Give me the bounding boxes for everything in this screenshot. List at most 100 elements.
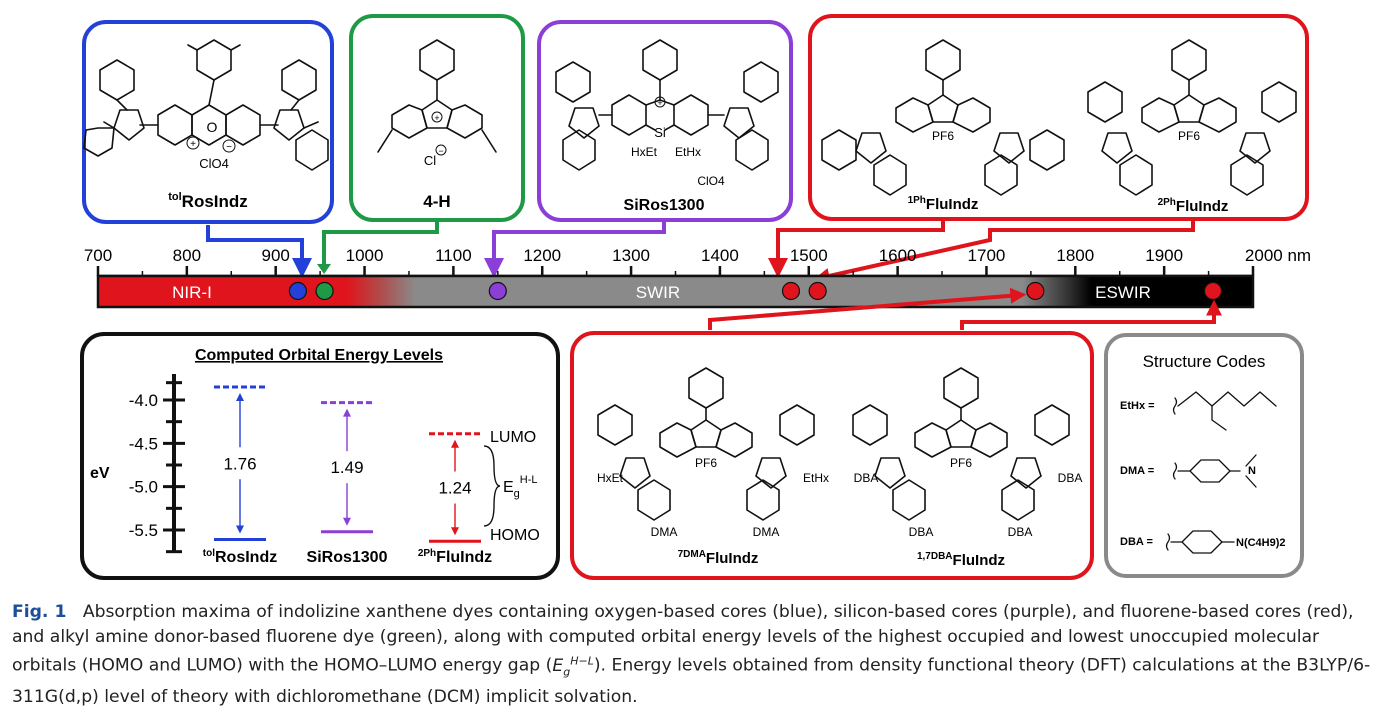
charge-minus-icon <box>222 139 236 153</box>
absorption-marker <box>288 281 308 301</box>
region-swir: SWIR <box>636 283 680 302</box>
caption-text-b: ). Energy levels obtained from density f… <box>12 655 1371 707</box>
figure-caption: Fig. 1 Absorption maxima of indolizine x… <box>12 600 1372 709</box>
arrow-17dba <box>960 299 1222 330</box>
molecule-tolrosindz <box>83 39 329 171</box>
energy-ylabel: eV <box>90 465 110 482</box>
molecule-17dba-fluindz <box>852 367 1070 521</box>
substituent-dba: DBA <box>1058 471 1083 485</box>
name-7dma-fluindz: 7DMAFluIndz <box>678 549 759 567</box>
charge-plus: + <box>434 113 439 123</box>
dye-name: 2PhFluIndz <box>418 548 492 566</box>
substituent-ethx: EtHx <box>803 471 829 485</box>
absorption-marker <box>1203 281 1223 301</box>
counterion: PF6 <box>932 129 954 143</box>
region-nir-i: NIR-I <box>172 283 212 302</box>
code-dba: DBA = <box>1120 536 1153 548</box>
substituent-dma: DMA <box>753 525 780 539</box>
axis-tick-label: 900 <box>262 246 290 265</box>
dba-group: N(C4H9)2 <box>1236 537 1286 549</box>
counterion: PF6 <box>1178 129 1200 143</box>
oxygen-atom: O <box>207 119 218 135</box>
molecule-1ph-fluindz <box>821 39 1065 196</box>
label-homo: HOMO <box>490 527 540 544</box>
arrow-1ph <box>768 220 945 278</box>
structure-codes-box <box>1104 333 1304 578</box>
box-siros1300 <box>537 20 793 222</box>
gap-value: 1.76 <box>223 454 256 473</box>
substituent-dma: DMA <box>651 525 678 539</box>
energy-tick-label: -5.5 <box>129 521 158 540</box>
absorption-marker <box>781 281 801 301</box>
structure-codes-title: Structure Codes <box>1143 352 1266 371</box>
axis-tick-label: 1200 <box>523 246 561 265</box>
absorption-marker <box>1026 281 1045 301</box>
code-ethx: EtHx = <box>1120 400 1155 412</box>
counterion: PF6 <box>695 456 717 470</box>
arrow-tolrosindz <box>206 225 312 278</box>
energy-level-box <box>80 332 560 580</box>
dye-name: SiRos1300 <box>307 549 388 566</box>
counterion: PF6 <box>950 456 972 470</box>
substituent-right: EtHx <box>675 145 701 159</box>
counterion: Cl <box>424 153 436 168</box>
absorption-marker <box>488 281 507 301</box>
charge-minus: − <box>226 142 232 153</box>
axis-tick-label: 1700 <box>968 246 1006 265</box>
arrow-4h <box>322 222 439 268</box>
name-2ph-fluindz: 2PhFluIndz <box>1158 197 1229 215</box>
substituent-dba: DBA <box>909 525 934 539</box>
box-fluindz-amine <box>570 331 1094 580</box>
energy-tick-label: -4.0 <box>129 391 158 410</box>
substituent-dba: DBA <box>854 471 879 485</box>
substituent-dba: DBA <box>1008 525 1033 539</box>
axis-tick-label: 1300 <box>612 246 650 265</box>
charge-plus: + <box>190 139 196 150</box>
arrow-siros1300 <box>484 222 666 278</box>
code-structures <box>1165 391 1277 554</box>
gap-value: 1.49 <box>330 458 363 477</box>
absorption-marker <box>315 281 334 301</box>
box-tolrosindz <box>82 20 334 224</box>
axis-tick-label: 1600 <box>879 246 917 265</box>
energy-tick-label: -5.0 <box>129 478 158 497</box>
charge-plus-icon <box>186 136 200 150</box>
svg-text:N: N <box>1248 465 1256 477</box>
axis-tick-label: 2000 nm <box>1245 246 1311 265</box>
silicon-atom: Si <box>654 125 666 140</box>
gap-brace <box>483 445 501 527</box>
energy-yticks: -4.0 -4.5 -5.0 -5.5 <box>129 381 185 554</box>
molecule-4h <box>377 39 497 153</box>
absorption-marker <box>808 281 827 301</box>
name-1ph-fluindz: 1PhFluIndz <box>908 195 979 213</box>
box-4h <box>349 14 525 222</box>
energy-tick-label: -4.5 <box>129 434 158 453</box>
axis-tick-label: 1800 <box>1056 246 1094 265</box>
substituent-hxet: HxEt <box>597 471 624 485</box>
counterion: ClO4 <box>697 174 725 188</box>
counterion: ClO4 <box>199 156 229 171</box>
energy-title: Computed Orbital Energy Levels <box>195 347 443 364</box>
charge-plus: + <box>657 98 662 108</box>
axis-tick-label: 1000 <box>346 246 384 265</box>
box-fluindz-ph <box>808 14 1309 221</box>
substituent-left: HxEt <box>631 145 658 159</box>
label-lumo: LUMO <box>490 429 536 446</box>
gap-value: 1.24 <box>438 479 471 498</box>
name-siros1300: SiRos1300 <box>624 197 705 214</box>
egap-label: EgH-L <box>503 474 538 500</box>
name-4h: 4-H <box>423 192 450 211</box>
caption-egap: EgH−L <box>552 654 594 679</box>
axis-tick-label: 1500 <box>790 246 828 265</box>
arrow-2ph <box>813 220 1195 284</box>
region-eswir: ESWIR <box>1095 283 1151 302</box>
figure-canvas: O + − ClO4 tolRosIndz + Cl − 4-H <box>80 14 1311 580</box>
molecule-7dma-fluindz <box>597 367 815 521</box>
molecule-siros1300 <box>555 39 779 171</box>
axis-tick-label: 800 <box>173 246 201 265</box>
axis-tick-label: 1900 <box>1145 246 1183 265</box>
charge-minus: − <box>438 146 443 156</box>
axis-tick-label: 1100 <box>435 246 472 265</box>
dye-name: tolRosIndz <box>203 548 277 566</box>
caption-label: Fig. 1 <box>12 602 67 622</box>
